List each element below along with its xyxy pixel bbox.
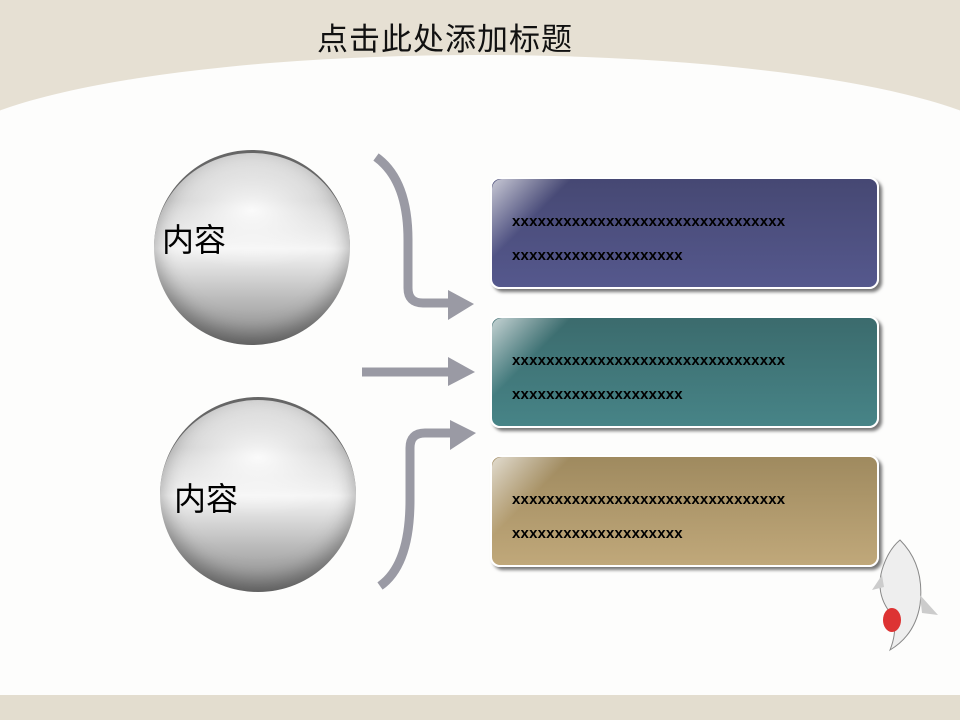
sphere-label: 内容 bbox=[162, 221, 227, 259]
koi-fish-icon bbox=[872, 539, 938, 652]
arrow-curve-up bbox=[377, 428, 450, 590]
box-text-line: xxxxxxxxxxxxxxxxxxxxxxxxxxxxxxxx bbox=[512, 352, 786, 369]
slide-title[interactable]: 点击此处添加标题 bbox=[317, 22, 573, 58]
arrow-head-2 bbox=[448, 357, 475, 386]
arrow-head-1 bbox=[448, 290, 474, 320]
arrow-curve-down bbox=[373, 153, 450, 308]
box-text-line: xxxxxxxxxxxxxxxxxxxx bbox=[512, 247, 683, 264]
box-text-line: xxxxxxxxxxxxxxxxxxxx bbox=[512, 525, 683, 542]
sphere-2[interactable]: 内容 bbox=[160, 397, 356, 592]
bottom-band bbox=[0, 695, 960, 720]
arrow-head-3 bbox=[450, 420, 476, 450]
box-text-line: xxxxxxxxxxxxxxxxxxxx bbox=[512, 386, 683, 403]
sphere-label: 内容 bbox=[174, 480, 239, 518]
sphere-1[interactable]: 内容 bbox=[154, 150, 350, 345]
box-text-line: xxxxxxxxxxxxxxxxxxxxxxxxxxxxxxxx bbox=[512, 491, 786, 508]
box-text-line: xxxxxxxxxxxxxxxxxxxxxxxxxxxxxxxx bbox=[512, 213, 786, 230]
